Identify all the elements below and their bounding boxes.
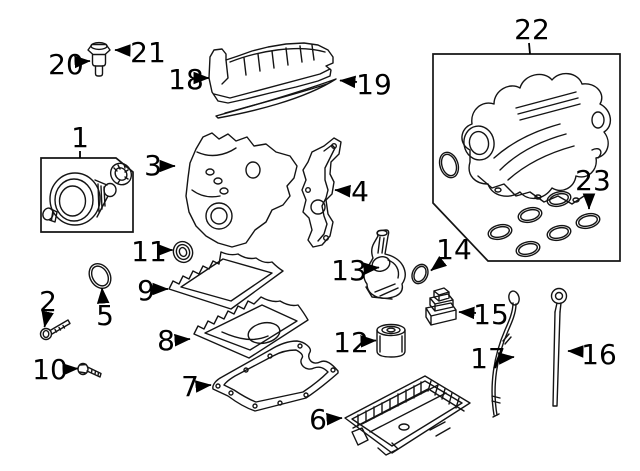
callout-20[interactable]: 20 [48,48,91,81]
oil-pan-drawing [344,375,471,456]
callout-16[interactable]: 16 [567,338,617,371]
callout-22-label[interactable]: 22 [514,13,550,46]
valve-cover-gasket-drawing [215,78,337,119]
callout-17[interactable]: 17 [470,342,515,375]
callout-15[interactable]: 15 [458,298,509,331]
callout-20-arrow [74,55,91,69]
callout-15-label[interactable]: 15 [473,298,509,331]
upper-oil-pan-gasket-drawing [168,251,284,310]
callout-8-arrow [174,333,191,347]
filter-adapter-drawing [425,287,457,326]
callout-18-label[interactable]: 18 [168,63,204,96]
callout-7[interactable]: 7 [181,370,212,403]
callout-22-leader [528,42,531,55]
callout-14[interactable]: 14 [430,233,472,272]
callout-18[interactable]: 18 [168,63,210,96]
callout-13-arrow [363,262,380,275]
callout-6-label[interactable]: 6 [309,403,327,436]
callout-13-label[interactable]: 13 [331,254,367,287]
timing-cover-gasket-drawing [301,137,342,248]
windage-tray-drawing [193,296,309,359]
crankshaft-pulley-drawing [49,172,117,226]
callout-3-label[interactable]: 3 [144,149,162,182]
callout-7-arrow [194,380,212,393]
callout-8[interactable]: 8 [157,324,191,357]
front-crank-seal-drawing [172,240,194,264]
oil-filler-plug-drawing [87,41,111,77]
callout-22[interactable]: 22 [514,13,550,55]
callout-1[interactable]: 1 [71,121,89,158]
callout-14-arrow [430,255,448,272]
callout-12[interactable]: 12 [333,326,377,359]
callout-19-arrow [339,75,358,89]
callout-3[interactable]: 3 [144,149,176,182]
callout-10-arrow [62,363,79,376]
callout-4-arrow [334,184,351,198]
callout-19-label[interactable]: 19 [356,68,392,101]
callout-21[interactable]: 21 [114,36,166,69]
callout-15-arrow [458,306,477,320]
callout-23[interactable]: 23 [575,164,611,210]
callout-16-arrow [567,345,584,358]
dipstick-drawing [550,287,568,407]
callout-21-label[interactable]: 21 [130,36,166,69]
callout-1-label[interactable]: 1 [71,121,89,154]
callout-10-label[interactable]: 10 [32,353,68,386]
crankshaft-bushing-drawing [42,207,58,223]
callout-12-arrow [360,335,377,348]
dipstick-tube-drawing [491,290,520,418]
oil-pump-bolt-drawing [77,362,102,378]
timing-cover-bolt-drawing [39,319,71,341]
callout-8-label[interactable]: 8 [157,324,175,357]
pilot-bearing-drawing [109,162,133,186]
callout-9[interactable]: 9 [137,274,169,307]
camshaft-seal-drawing [88,262,112,290]
callout-9-label[interactable]: 9 [137,274,155,307]
callout-17-arrow [497,352,515,365]
intake-manifold-box [432,53,621,262]
intake-port-gaskets-drawing [487,190,601,258]
callout-6[interactable]: 6 [309,403,343,436]
callout-2-label[interactable]: 2 [39,285,57,318]
callout-11[interactable]: 11 [131,235,174,268]
callout-7-label[interactable]: 7 [181,370,199,403]
callout-17-label[interactable]: 17 [470,342,506,375]
callout-5[interactable]: 5 [96,287,114,332]
crankshaft-pulley-kit-box [40,157,134,233]
callout-11-label[interactable]: 11 [131,235,167,268]
callout-19[interactable]: 19 [339,68,392,101]
callout-5-arrow [96,287,110,304]
callout-2-arrow [41,310,54,328]
callout-21-arrow [114,44,131,57]
oil-pan-gasket-drawing [212,340,339,412]
callout-4[interactable]: 4 [334,175,369,208]
oil-filter-drawing [376,323,406,358]
callout-13[interactable]: 13 [331,254,380,287]
callout-6-arrow [326,412,343,426]
valve-cover-drawing [208,42,334,104]
throttle-body-oring-drawing [438,151,460,179]
intake-manifold-drawing [461,73,611,205]
callout-16-label[interactable]: 16 [581,338,617,371]
callout-23-label[interactable]: 23 [575,164,611,197]
oil-pump-drawing [363,229,406,300]
callout-2[interactable]: 2 [39,285,57,328]
callout-10[interactable]: 10 [32,353,79,386]
timing-cover-drawing [185,132,298,248]
callout-4-label[interactable]: 4 [351,175,369,208]
callout-5-label[interactable]: 5 [96,299,114,332]
callout-20-label[interactable]: 20 [48,48,84,81]
oil-pump-oring-drawing [411,263,429,285]
callout-12-label[interactable]: 12 [333,326,369,359]
